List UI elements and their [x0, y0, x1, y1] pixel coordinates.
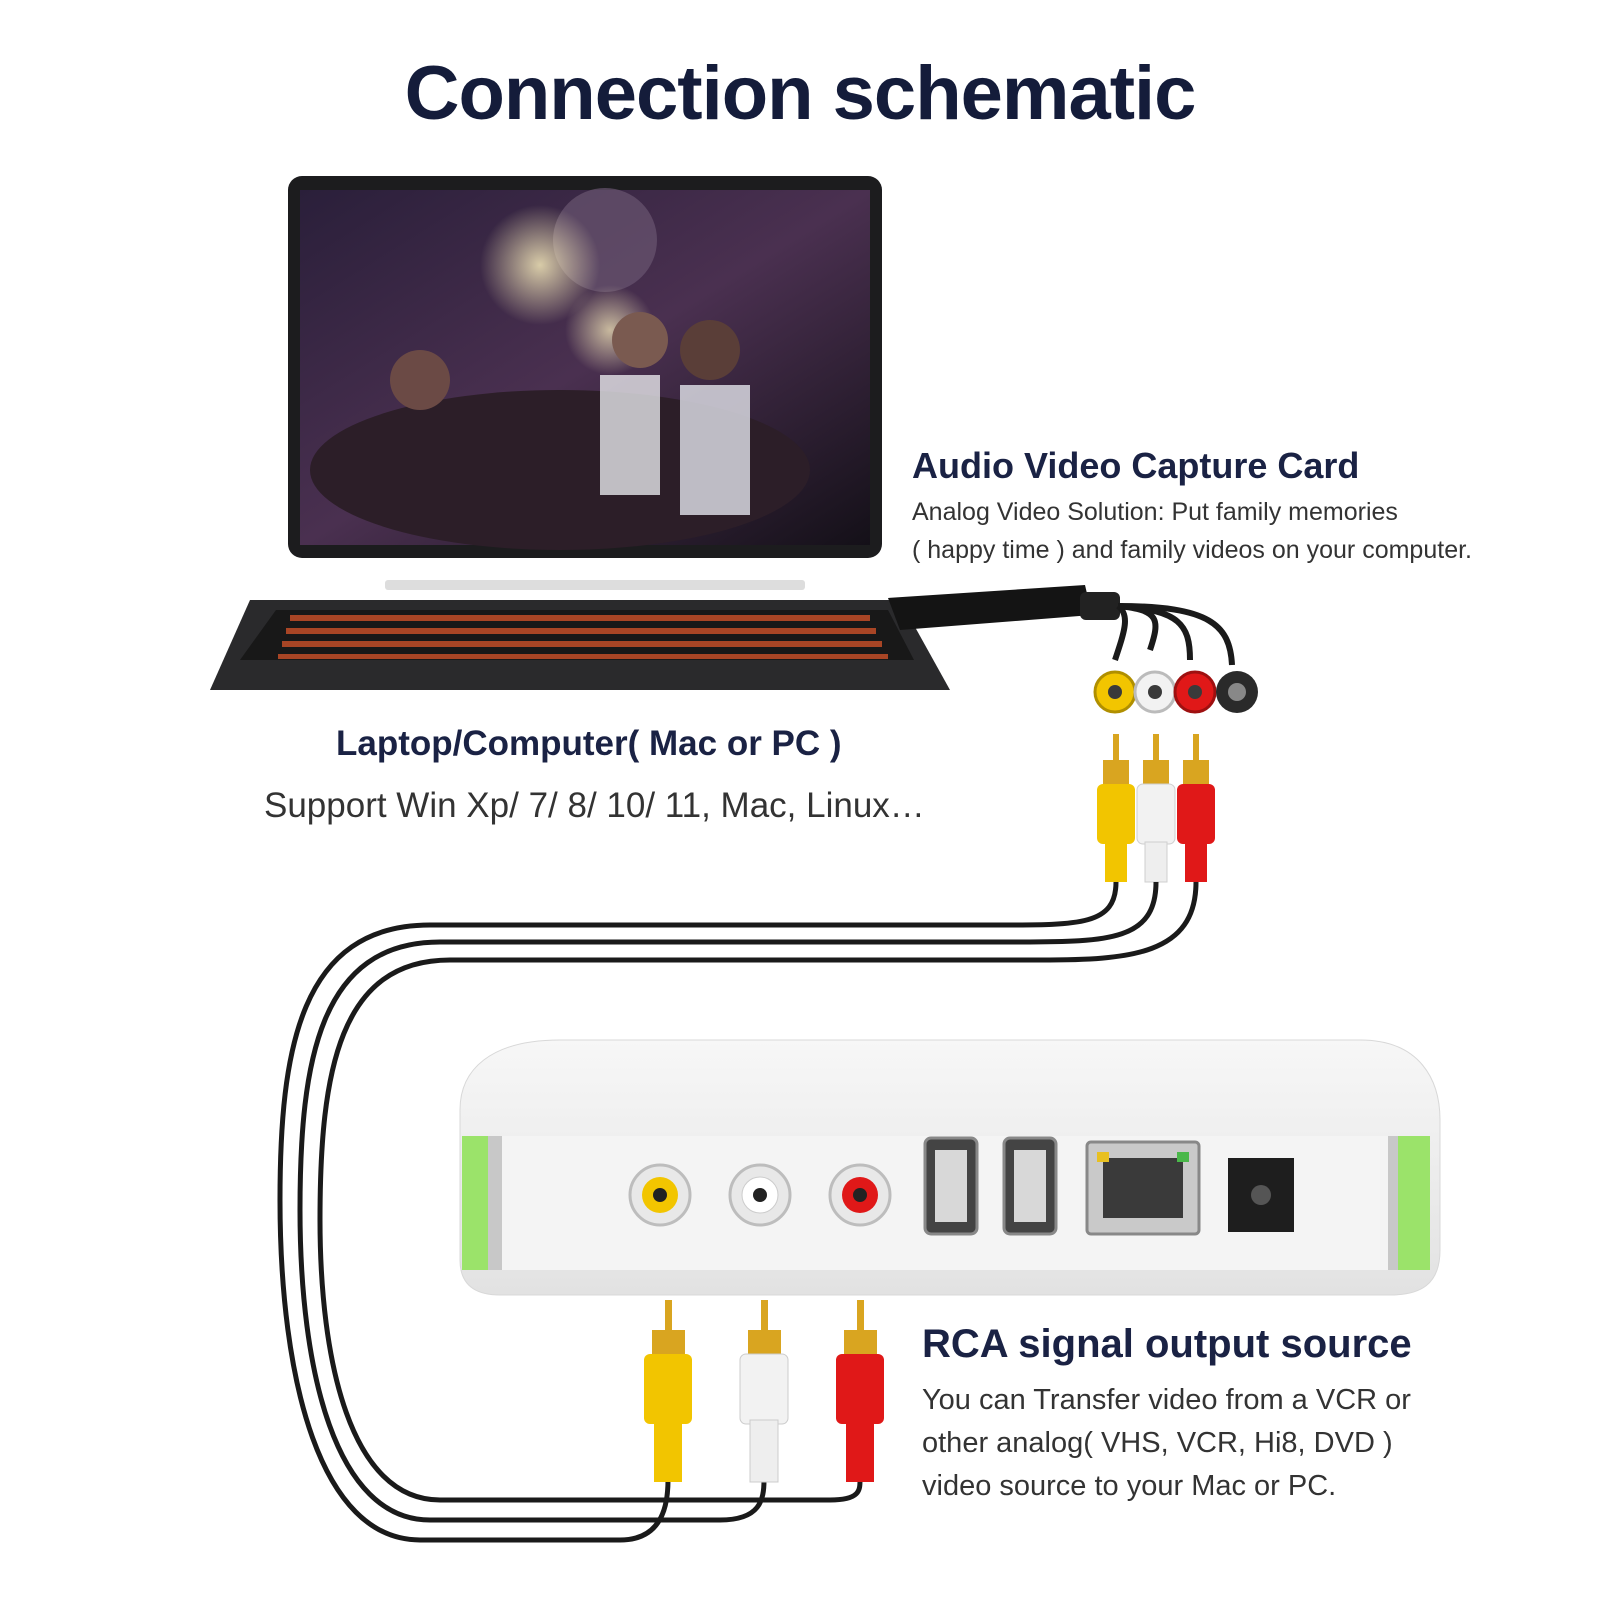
rca-source-title: RCA signal output source [922, 1322, 1412, 1366]
capture-card [888, 585, 1258, 714]
laptop [210, 176, 950, 690]
upper-rca-plugs [1097, 734, 1215, 883]
rca-source-desc-line1: You can Transfer video from a VCR or [922, 1384, 1411, 1416]
keyboard-backlight [278, 615, 888, 659]
rca-cables [277, 881, 1199, 1543]
rca-source-desc-line2: other analog( VHS, VCR, Hi8, DVD ) [922, 1427, 1393, 1459]
lower-rca-plugs [644, 1300, 884, 1483]
media-box [459, 1039, 1441, 1296]
rca-source-desc-line3: video source to your Mac or PC. [922, 1470, 1337, 1502]
capture-card-desc-line2: ( happy time ) and family videos on your… [912, 536, 1472, 564]
page-title: Connection schematic [404, 51, 1197, 136]
capture-card-title: Audio Video Capture Card [912, 445, 1360, 486]
laptop-title: Laptop/Computer( Mac or PC ) [336, 724, 842, 763]
capture-card-desc-line1: Analog Video Solution: Put family memori… [912, 498, 1398, 526]
laptop-desc: Support Win Xp/ 7/ 8/ 10/ 11, Mac, Linux… [264, 786, 925, 825]
